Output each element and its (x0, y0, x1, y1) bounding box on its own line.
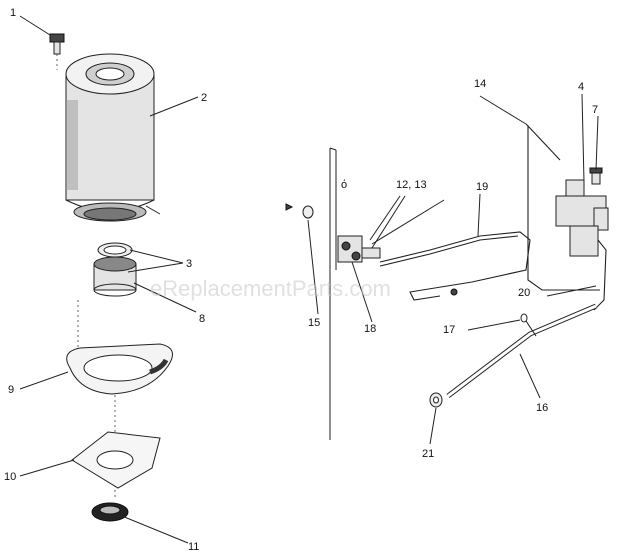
part-7-screw (589, 167, 603, 185)
callout-20: 20 (518, 287, 530, 299)
callout-21: 21 (422, 448, 434, 460)
part-8-collar (93, 256, 137, 297)
mounting-panel: ό (329, 147, 347, 440)
part-2-cylinder-housing (65, 53, 161, 222)
callout-12-13: 12, 13 (396, 179, 427, 191)
part-3-ring (97, 242, 133, 258)
part-11-seal (91, 502, 129, 522)
callout-2: 2 (201, 92, 207, 104)
callout-9: 9 (8, 384, 14, 396)
leader-lines (19, 15, 599, 544)
part-9-shield (66, 343, 173, 395)
callout-11: 11 (188, 541, 199, 553)
part-15-fitting (285, 203, 314, 219)
part-18-valve-block (337, 235, 381, 263)
callout-14: 14 (474, 78, 486, 90)
callout-10: 10 (4, 471, 16, 483)
callout-4: 4 (578, 81, 584, 93)
callout-1: 1 (10, 7, 16, 19)
part-21-nut (429, 392, 443, 408)
callout-16: 16 (536, 402, 548, 414)
svg-text:ό: ό (341, 179, 347, 191)
part-4-control-unit (555, 179, 609, 311)
callout-7: 7 (592, 104, 598, 116)
callout-19: 19 (476, 181, 488, 193)
callout-18: 18 (364, 323, 376, 335)
callout-17: 17 (443, 324, 455, 336)
callout-15: 15 (308, 317, 320, 329)
callout-3: 3 (186, 258, 192, 270)
part-10-gasket (71, 431, 161, 489)
part-19-tubing (379, 231, 531, 301)
part-14-frame (525, 123, 600, 291)
part-1-screw (49, 33, 65, 70)
part-17-fitting (520, 313, 528, 323)
watermark: eReplacementParts.com (150, 276, 391, 301)
callout-8: 8 (199, 313, 205, 325)
